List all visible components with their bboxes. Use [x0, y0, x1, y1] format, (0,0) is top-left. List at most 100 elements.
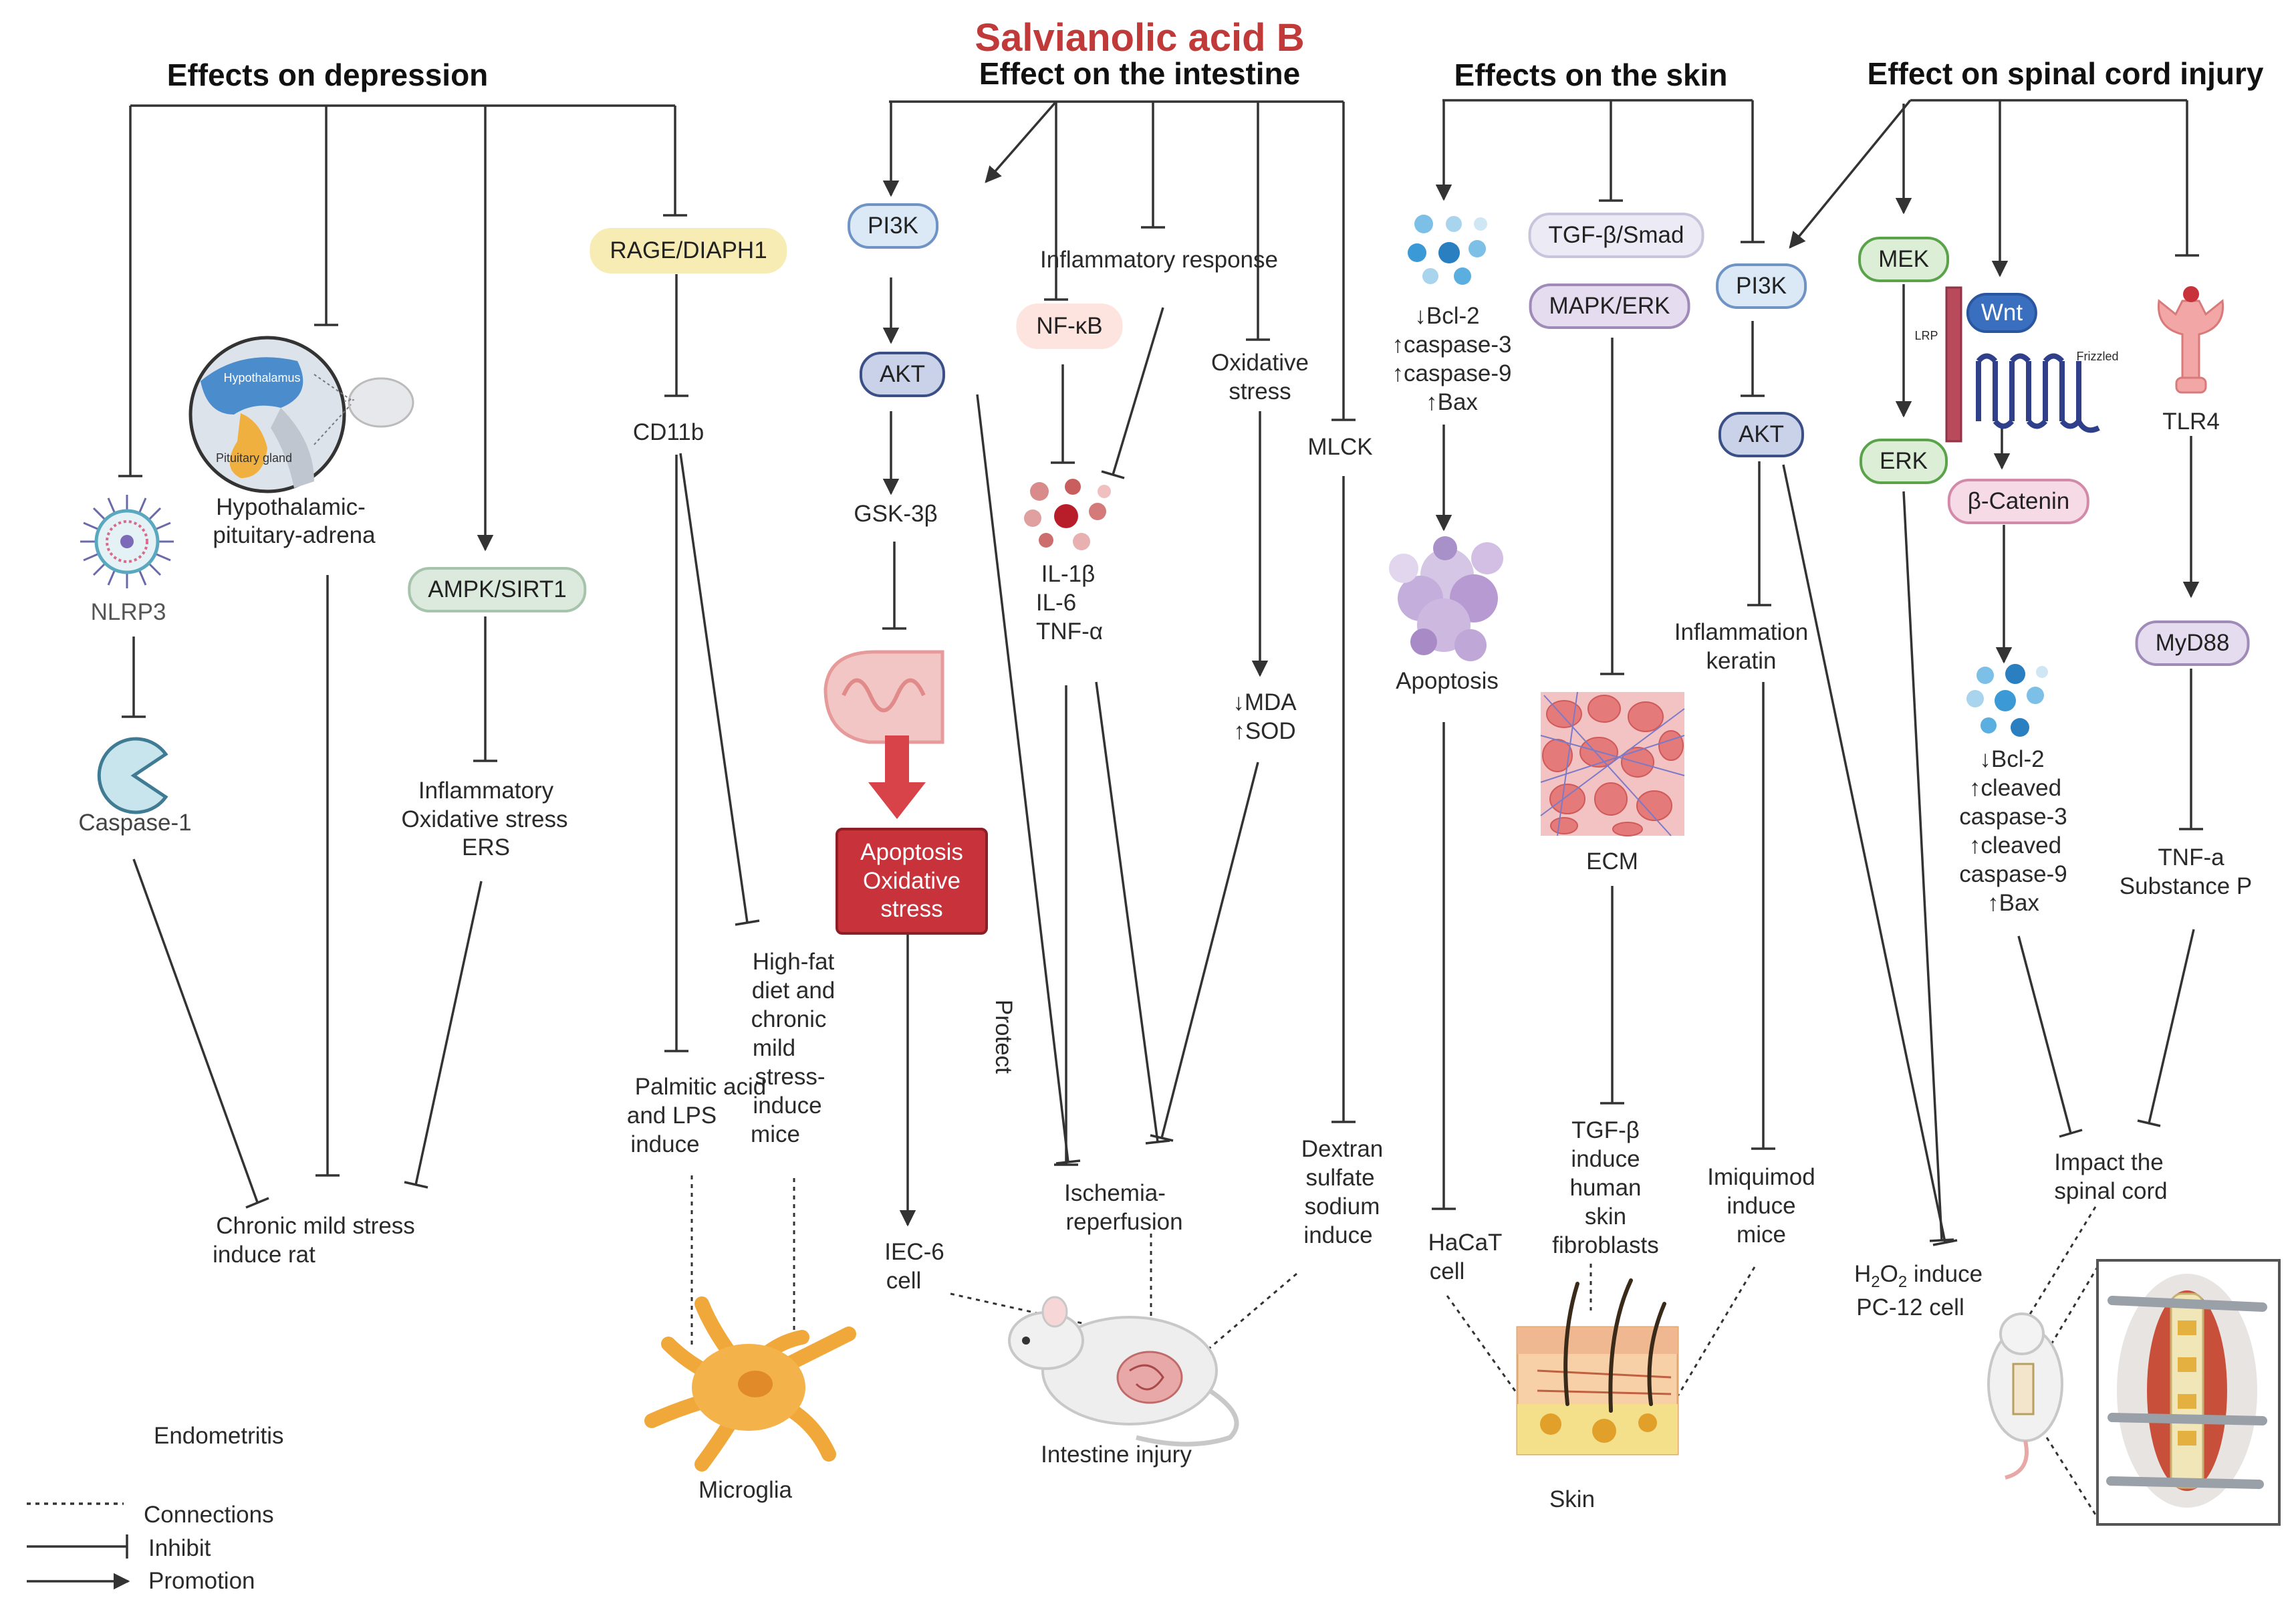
label-dss-2: sulfate: [1305, 1165, 1375, 1191]
node-wnt: Wnt: [1966, 293, 2038, 333]
label-iec6-2: cell: [886, 1268, 922, 1294]
label-isch-1: Ischemia-: [1064, 1180, 1166, 1206]
apoptosis-line-2: Oxidative: [863, 867, 961, 894]
label-skin: Skin: [1549, 1486, 1596, 1512]
label-hpa-1: Hypothalamic-: [216, 494, 366, 520]
label-tgfb-3: human: [1569, 1175, 1642, 1201]
label-frizzled: Frizzled: [2076, 350, 2119, 363]
label-il6: IL-6: [1035, 590, 1077, 616]
microglia-icon: [644, 1296, 856, 1472]
label-tnf: TNF-α: [1036, 618, 1103, 645]
ecm-tissue-icon: [1540, 691, 1685, 836]
label-ecm: ECM: [1586, 848, 1638, 875]
edge-erk-h2o2: [1902, 491, 1943, 1241]
edge-to-spipi3k: [1789, 99, 1912, 249]
label-mda: ↓MDA: [1233, 689, 1297, 715]
label-hpa-2: pituitary-adrena: [213, 522, 376, 548]
label-dss-1: Dextran: [1301, 1136, 1384, 1162]
tlr4-icon: [2157, 286, 2224, 394]
mitochondrion-icon: [823, 650, 944, 744]
label-endometritis: Endometritis: [154, 1423, 284, 1449]
label-gsk3b: GSK-3β: [854, 501, 938, 527]
dash-rat-inset1: [2045, 1266, 2099, 1353]
label-cms-2: induce rat: [213, 1242, 315, 1268]
frizzled-receptor: [1976, 353, 2100, 433]
label-tgfb-1: TGF-β: [1571, 1117, 1640, 1143]
dash-hacat-skin: [1446, 1295, 1517, 1393]
label-impact-1: Impact the: [2054, 1149, 2164, 1175]
label-oxidative-1: Oxidative: [1211, 350, 1309, 376]
label-cc3-a: ↑cleaved: [1968, 775, 2062, 801]
label-skin-casp9: ↑caspase-9: [1392, 360, 1512, 386]
label-palm-2: and LPS: [626, 1103, 717, 1129]
edge-inflam-cms: [414, 881, 483, 1185]
label-hfd-1: High-fat: [752, 949, 835, 975]
label-il1b: IL-1β: [1041, 561, 1096, 587]
label-tnfa: TNF-a: [2158, 844, 2224, 871]
header-intestine: Effect on the intestine: [979, 56, 1301, 91]
edge-bax-impact: [2017, 935, 2072, 1134]
label-inflammatory-response: Inflammatory response: [1040, 247, 1278, 273]
nlrp3-icon: [80, 495, 174, 588]
lrp-receptor: [1945, 286, 1962, 443]
caspase1-icon: [97, 737, 168, 814]
node-erk: ERK: [1860, 439, 1948, 484]
label-tgfb-4: skin: [1584, 1203, 1627, 1230]
spinal-cord-inset-icon: [2096, 1259, 2281, 1526]
edge-akt-isch: [976, 394, 1069, 1163]
node-akt-intestine: AKT: [859, 352, 946, 397]
label-protect: Protect: [991, 1000, 1017, 1074]
label-lrp: LRP: [1914, 329, 1938, 342]
label-tgfb-2: induce: [1571, 1146, 1640, 1172]
label-palm-1: Palmitic acid: [634, 1074, 767, 1100]
dash-rat-inset2: [2045, 1437, 2099, 1518]
label-skin-casp3: ↑caspase-3: [1392, 332, 1512, 358]
label-inflam-3: ERS: [462, 834, 510, 860]
skin-block-icon: [1516, 1278, 1679, 1456]
label-hacat-2: cell: [1429, 1258, 1465, 1284]
edge-tnfa-impact: [2148, 929, 2195, 1124]
label-dss-3: sodium: [1304, 1193, 1380, 1220]
label-hfd-4: mild: [752, 1035, 796, 1061]
red-down-arrow-icon: [868, 735, 926, 819]
node-pi3k-intestine: PI3K: [848, 203, 938, 249]
label-cc9-a: ↑cleaved: [1968, 832, 2062, 858]
label-imq-3: mice: [1737, 1222, 1786, 1248]
label-palm-3: induce: [630, 1131, 700, 1157]
label-imq-2: induce: [1727, 1193, 1796, 1219]
legend-connections: Connections: [144, 1502, 274, 1528]
node-beta-catenin: β-Catenin: [1947, 479, 2090, 524]
node-mapk-erk: MAPK/ERK: [1529, 283, 1690, 329]
label-mlck: MLCK: [1307, 434, 1373, 460]
label-skin-bax: ↑Bax: [1426, 389, 1478, 415]
label-oxidative-2: stress: [1229, 378, 1291, 405]
label-hfd-6: induce: [753, 1093, 822, 1119]
edge-casp-cms: [132, 858, 259, 1203]
cytokine-dots-icon: [1024, 479, 1111, 550]
label-tlr4: TLR4: [2162, 409, 2220, 435]
label-sod: ↑SOD: [1233, 718, 1296, 744]
label-caspase1: Caspase-1: [78, 810, 192, 836]
label-intestine-injury: Intestine injury: [1041, 1442, 1192, 1468]
edge-tnf-isch: [1095, 681, 1159, 1143]
header-depression: Effects on depression: [166, 58, 489, 92]
label-isch-2: reperfusion: [1065, 1209, 1183, 1235]
edge-mda-isch: [1160, 762, 1259, 1139]
label-skin-apoptosis: Apoptosis: [1396, 668, 1499, 694]
label-spinal-bcl2: ↓Bcl-2: [1979, 746, 2045, 772]
label-iec6-1: IEC-6: [884, 1239, 944, 1265]
legend-inhibit: Inhibit: [148, 1535, 211, 1561]
node-pi3k-skin: PI3K: [1716, 263, 1807, 309]
dash-imq-skin: [1676, 1266, 1756, 1397]
label-substance-p: Substance P: [2119, 873, 2253, 899]
apoptotic-cell-icon: [1389, 536, 1503, 661]
diagram-title: Salvianolic acid B: [975, 16, 1305, 60]
label-imq-1: Imiquimod: [1707, 1164, 1815, 1190]
label-microglia: Microglia: [698, 1477, 793, 1503]
label-nlrp3: NLRP3: [90, 599, 166, 625]
mouse-icon: [1008, 1296, 1239, 1447]
brain-icon: [188, 336, 414, 493]
node-mek: MEK: [1858, 237, 1949, 282]
dash-impact-rat: [2019, 1206, 2097, 1331]
